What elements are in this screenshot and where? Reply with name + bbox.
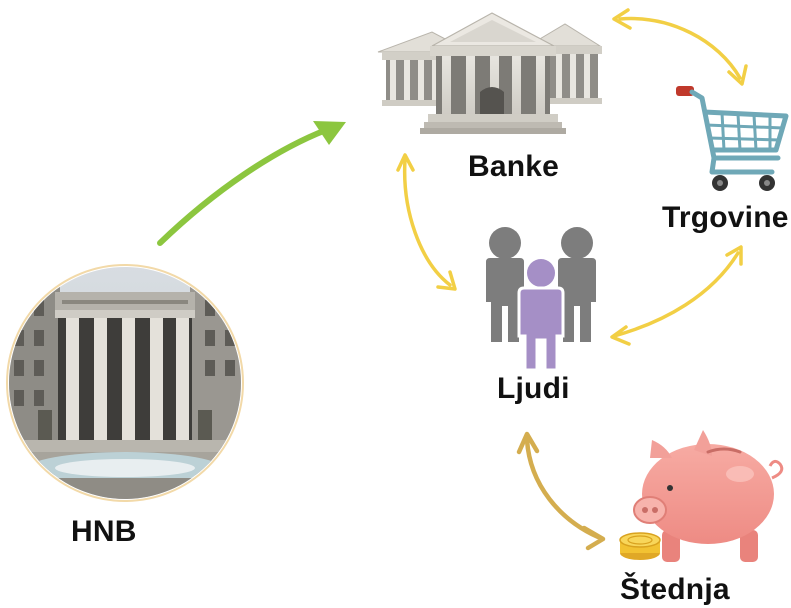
- people-group-icon: [486, 227, 596, 372]
- shopping-cart-icon: [676, 86, 789, 191]
- node-label-banke: Banke: [468, 150, 560, 183]
- arrow-banke-trgovine: [612, 8, 748, 86]
- node-label-trgovine: Trgovine: [662, 201, 789, 234]
- node-label-hnb: HNB: [71, 515, 137, 548]
- piggy-bank-icon: [619, 430, 784, 562]
- bank-buildings-icon: [377, 12, 602, 134]
- node-label-ljudi: Ljudi: [497, 372, 570, 405]
- arrow-banke-ljudi: [396, 153, 457, 291]
- arrow-hnb-to-banke: [157, 121, 346, 246]
- arrow-ljudi-trgovine: [610, 245, 743, 346]
- hnb-building-photo: [6, 264, 244, 502]
- node-label-stednja: Štednja: [620, 573, 730, 606]
- arrow-ljudi-stednja: [516, 431, 606, 551]
